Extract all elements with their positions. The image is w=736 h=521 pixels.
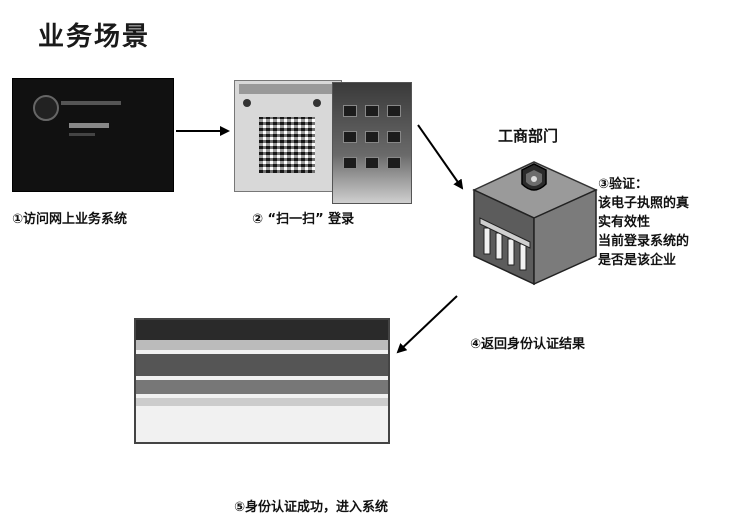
phone-app-illustration (332, 82, 412, 204)
verification-note: ③验证： 该电子执照的真 实有效性 当前登录系统的 是否是该企业 (598, 175, 689, 270)
app-icon (387, 105, 401, 117)
verify-line: 该电子执照的真 (598, 196, 690, 211)
dashboard-subheader (136, 340, 388, 350)
app-icon (343, 131, 357, 143)
department-label: 工商部门 (498, 127, 559, 145)
header-bar (61, 101, 121, 105)
qr-code-pattern (259, 117, 315, 173)
step5-label: ⑤身份认证成功，进入系统 (234, 500, 389, 515)
step4-label: ④返回身份认证结果 (470, 337, 586, 352)
dashboard-row (136, 380, 388, 394)
login-link (69, 133, 95, 136)
app-icon (387, 131, 401, 143)
app-icon (365, 157, 379, 169)
app-icon (387, 157, 401, 169)
app-icon (343, 105, 357, 117)
government-building-icon (472, 161, 598, 286)
website-screen-illustration (12, 78, 174, 192)
app-icon (365, 105, 379, 117)
arrow-department-to-step5 (396, 295, 458, 354)
tab-left-icon (243, 99, 251, 107)
dashboard-header (136, 320, 388, 340)
dashboard-row (136, 354, 388, 376)
verify-line: 当前登录系统的 (598, 234, 690, 249)
step2-label: ② “扫一扫” 登录 (252, 212, 355, 227)
verify-line: ③验证： (598, 177, 649, 192)
login-field (69, 123, 109, 128)
step1-label: ①访问网上业务系统 (12, 212, 128, 227)
app-icon (365, 131, 379, 143)
qr-login-screen-illustration (234, 80, 342, 192)
verify-line: 实有效性 (598, 215, 651, 230)
diagram-title: 业务场景 (38, 22, 151, 52)
verify-line: 是否是该企业 (598, 253, 677, 268)
arrow-step2-to-department (417, 124, 464, 190)
app-icon (343, 157, 357, 169)
dashboard-row (136, 398, 388, 406)
site-logo-icon (33, 95, 59, 121)
system-dashboard-illustration (134, 318, 390, 444)
login-tabs (239, 84, 337, 94)
tab-right-icon (313, 99, 321, 107)
